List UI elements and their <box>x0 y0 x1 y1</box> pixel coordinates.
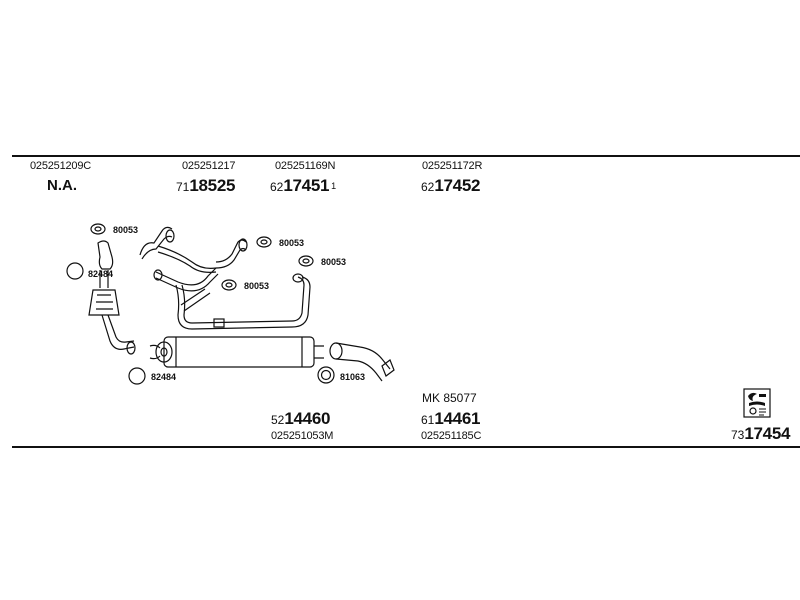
exhaust-pipe-icon <box>175 273 311 330</box>
muffler-icon <box>149 336 324 368</box>
part-number-prefix: 71 <box>176 180 190 194</box>
not-available-label: N.A. <box>47 177 77 194</box>
part-number-main: 17454 <box>744 424 791 443</box>
header-code-3: 025251169N <box>275 160 336 172</box>
gasket-ring-icon <box>298 255 314 267</box>
part-number-main: 14460 <box>284 409 331 428</box>
kit-label: MK 85077 <box>422 391 477 405</box>
part-number-prefix: 62 <box>421 180 435 194</box>
gasket-ring-icon <box>256 236 272 248</box>
clamp-ring-icon <box>128 367 146 385</box>
part-code-4: 025251053M <box>271 430 334 442</box>
header-code-2: 025251217 <box>182 160 236 172</box>
part-number-prefix: 73 <box>731 428 745 442</box>
part-number-prefix: 62 <box>270 180 284 194</box>
gasket-ring-icon <box>90 223 106 235</box>
callout-clamp-3: 81063 <box>340 372 366 382</box>
exhaust-pipe-icon <box>139 226 248 273</box>
header-code-1: 025251209C <box>30 160 92 172</box>
part-number-3[interactable]: 6217452 <box>421 177 480 196</box>
part-number-4[interactable]: 5214460 <box>271 410 330 429</box>
callout-gasket-3: 80053 <box>321 257 347 267</box>
callout-gasket-4: 80053 <box>244 281 270 291</box>
gasket-ring-icon <box>221 279 237 291</box>
callout-gasket-2: 80053 <box>279 238 305 248</box>
part-number-main: 17451 <box>283 176 330 195</box>
part-number-5[interactable]: 6114461 <box>421 410 480 429</box>
tail-pipe-icon <box>329 342 395 382</box>
part-number-6[interactable]: 7317454 <box>731 425 790 444</box>
clamp-ring-icon <box>317 366 335 384</box>
part-number-prefix: 52 <box>271 413 285 427</box>
callout-clamp-1: 82484 <box>88 269 114 279</box>
callout-gasket-1: 80053 <box>113 225 139 235</box>
part-code-5: 025251185C <box>421 430 482 442</box>
part-number-1[interactable]: 7118525 <box>176 177 235 196</box>
brand-logo-icon <box>743 388 771 418</box>
bottom-divider-line <box>12 446 800 448</box>
part-number-mark: 1 <box>331 181 337 191</box>
part-number-main: 14461 <box>434 409 481 428</box>
part-number-main: 18525 <box>189 176 236 195</box>
header-code-4: 025251172R <box>422 160 483 172</box>
catalytic-converter-icon <box>88 240 136 355</box>
callout-clamp-2: 82484 <box>151 372 177 382</box>
top-divider-line <box>12 155 800 157</box>
part-number-main: 17452 <box>434 176 481 195</box>
clamp-ring-icon <box>66 262 84 280</box>
exhaust-pipe-icon <box>153 267 219 292</box>
part-number-prefix: 61 <box>421 413 435 427</box>
